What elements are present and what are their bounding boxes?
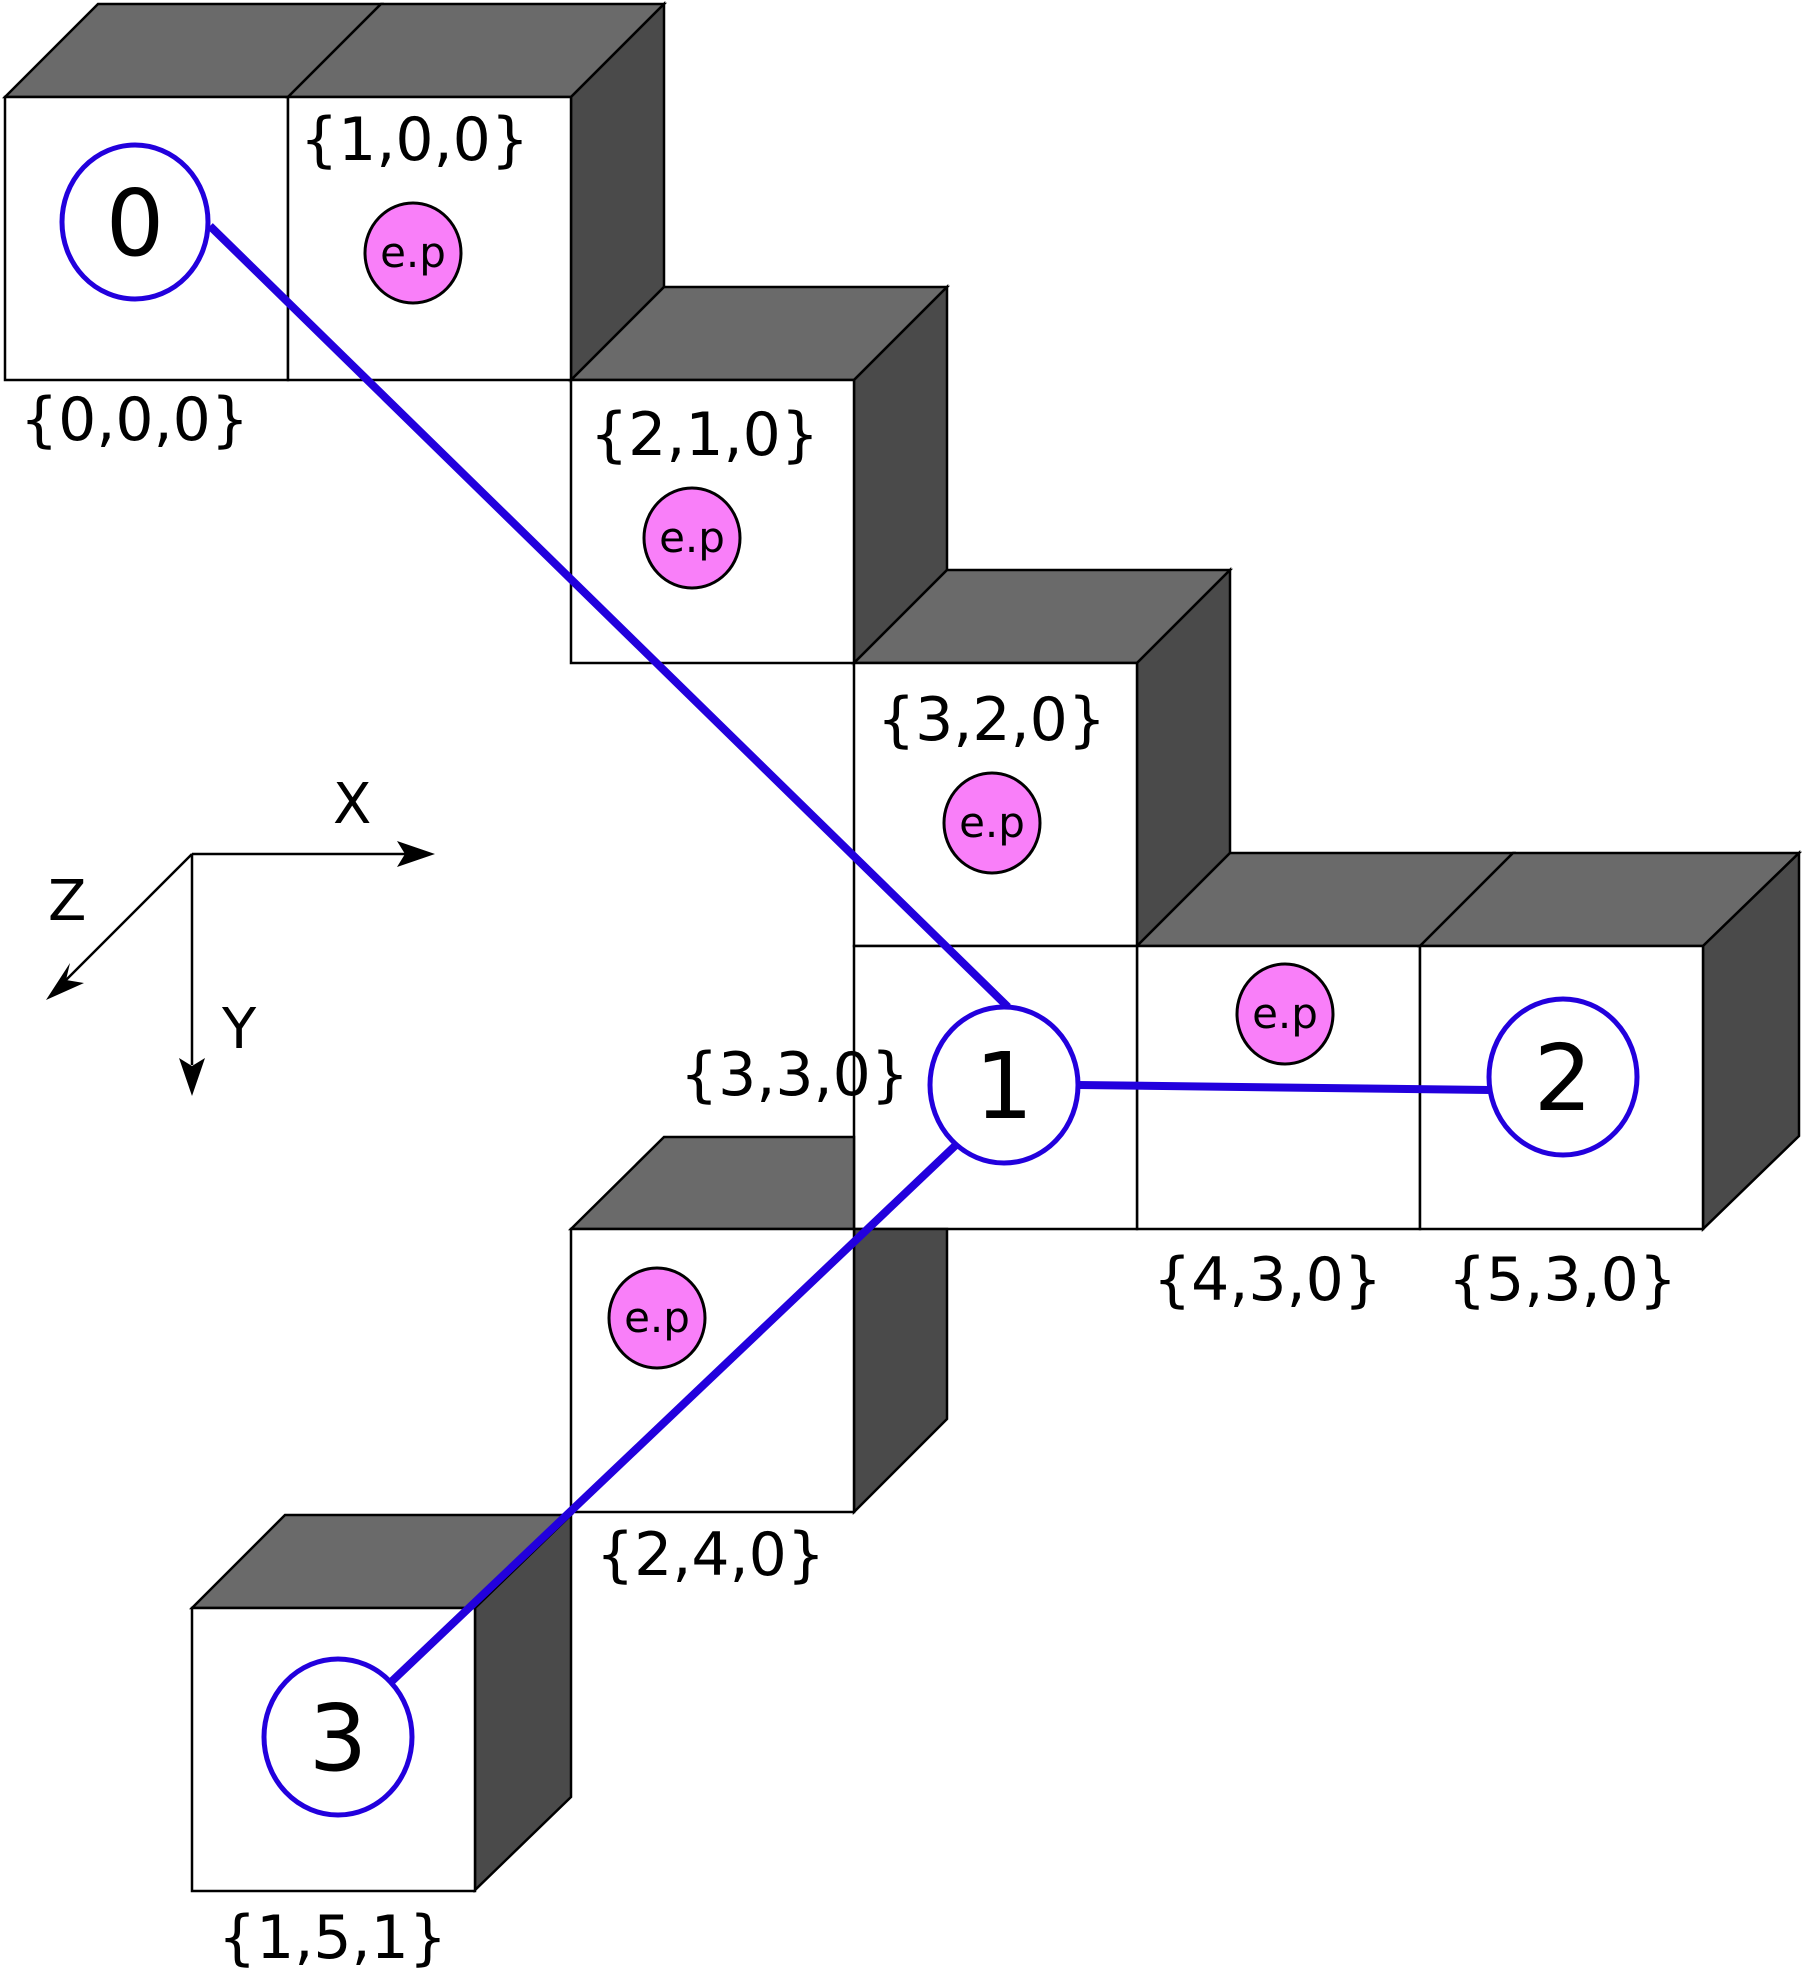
edge-1-2	[1077, 1081, 1491, 1094]
coord-label-3-3-0: {3,3,0}	[680, 1040, 909, 1110]
ep-circle	[942, 771, 1042, 875]
coord-label-5-3-0: {5,3,0}	[1448, 1245, 1677, 1315]
ep-marker: e.p	[1235, 962, 1335, 1066]
edge-0-1	[207, 223, 1011, 1010]
coord-label-0-0-0: {0,0,0}	[20, 385, 249, 455]
y-axis-label: Y	[221, 997, 257, 1062]
node-circle	[1486, 996, 1640, 1158]
ep-circle	[363, 201, 463, 305]
cube-1-0-0	[284, 0, 668, 384]
edge-1-3	[387, 1141, 960, 1686]
coord-label-3-2-0: {3,2,0}	[877, 685, 1106, 755]
node-circle	[59, 142, 211, 302]
cube-1-5-1	[188, 1512, 575, 1893]
ep-label: e.p	[380, 228, 446, 277]
ep-circle	[607, 1266, 707, 1370]
ep-circle	[642, 486, 742, 590]
x-axis-arrow	[397, 841, 435, 867]
coord-label-1-0-0: {1,0,0}	[300, 105, 529, 175]
graph-node-1: 1	[927, 1004, 1081, 1166]
coord-label-4-3-0: {4,3,0}	[1153, 1245, 1382, 1315]
z-axis-arrow	[46, 963, 84, 1000]
coordinate-labels: {0,0,0} {1,0,0} {2,1,0} {3,2,0} {3,3,0} …	[20, 105, 1677, 1973]
graph-edges	[207, 223, 1491, 1686]
cube-3-2-0	[850, 566, 1234, 950]
node-label: 1	[975, 1033, 1034, 1140]
ep-label: e.p	[1252, 989, 1318, 1038]
ep-marker: e.p	[607, 1266, 707, 1370]
coord-label-1-5-1: {1,5,1}	[218, 1903, 447, 1971]
graph-node-3: 3	[261, 1656, 415, 1818]
axes-indicator	[46, 841, 435, 1096]
ep-label: e.p	[959, 798, 1025, 847]
ep-markers: e.p e.p e.p e.p e.p	[363, 201, 1335, 1370]
ep-marker: e.p	[363, 201, 463, 305]
graph-nodes: 0 1 2 3	[59, 142, 1640, 1818]
node-label: 2	[1534, 1025, 1593, 1132]
graph-node-0: 0	[59, 142, 211, 302]
graph-node-2: 2	[1486, 996, 1640, 1158]
node-label: 0	[106, 170, 165, 277]
z-axis-label: Z	[48, 869, 86, 934]
ep-marker: e.p	[942, 771, 1042, 875]
ep-label: e.p	[624, 1293, 690, 1342]
ep-circle	[1235, 962, 1335, 1066]
cube-5-3-0	[1416, 850, 1803, 1232]
node-circle	[261, 1656, 415, 1818]
ep-label: e.p	[659, 513, 725, 562]
cube-side-face	[852, 1227, 949, 1516]
z-axis-line	[65, 853, 193, 981]
y-axis-arrow	[179, 1058, 205, 1096]
coord-label-2-4-0: {2,4,0}	[596, 1520, 825, 1590]
node-circle	[927, 1004, 1081, 1166]
cube-2-1-0	[567, 283, 951, 667]
x-axis-label: X	[333, 772, 371, 837]
coord-label-2-1-0: {2,1,0}	[590, 400, 819, 470]
node-label: 3	[309, 1685, 368, 1792]
cube-top-face	[567, 1135, 856, 1231]
ep-marker: e.p	[642, 486, 742, 590]
